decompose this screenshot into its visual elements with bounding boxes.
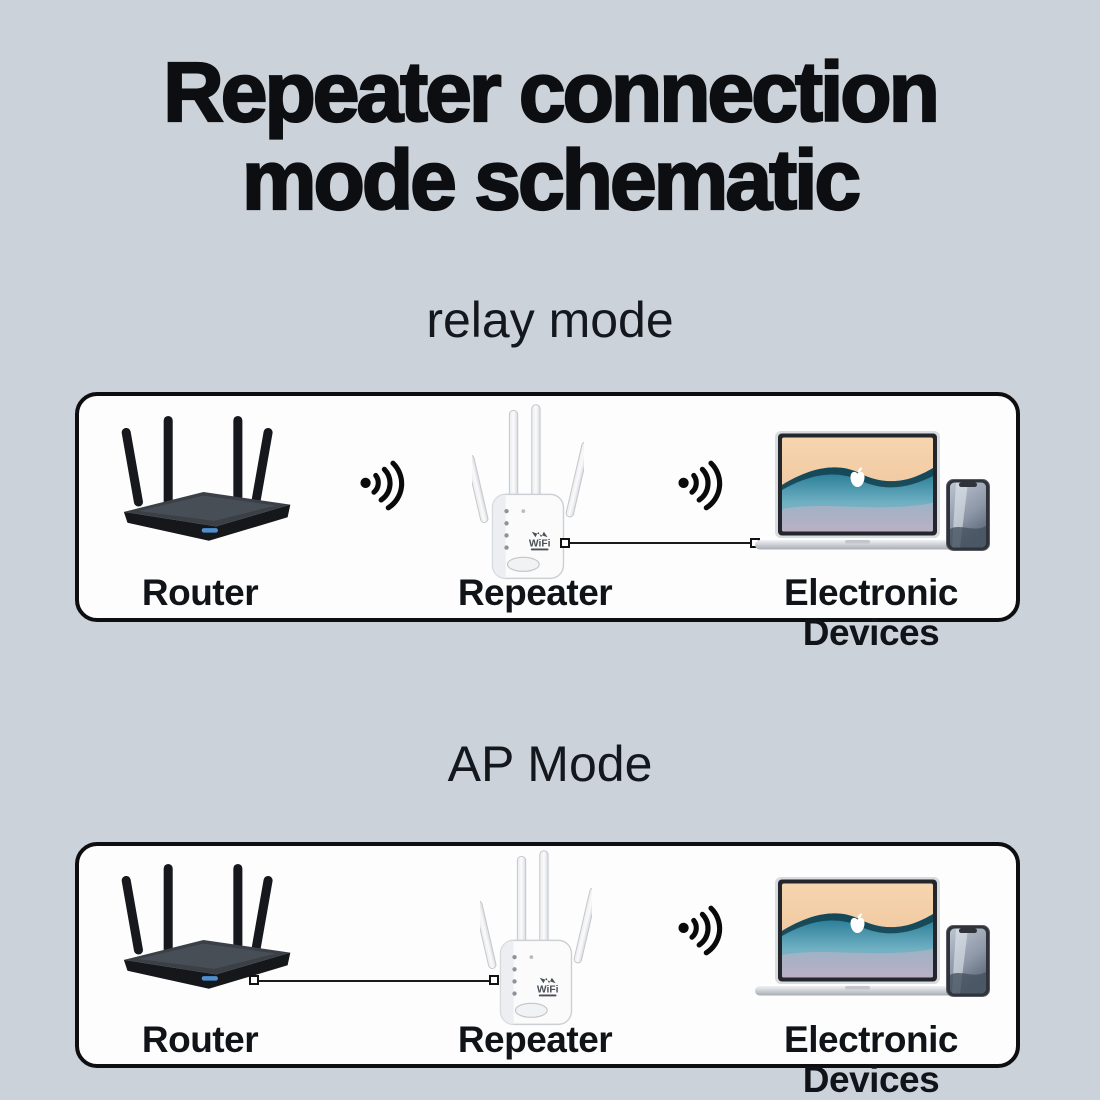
repeater-image: WiFi xyxy=(472,404,584,580)
electronic-devices-label: Electronic Devices xyxy=(784,1019,958,1100)
page-title-line1: Repeater connection xyxy=(162,45,941,139)
phone-image xyxy=(946,479,990,551)
page-title-line2: mode schematic xyxy=(241,133,862,227)
cable-plug-icon xyxy=(560,538,570,548)
phone-image xyxy=(946,925,990,997)
wifi-signal-icon xyxy=(678,905,723,956)
electronic-devices-label: Electronic Devices xyxy=(784,572,958,653)
router-label: Router xyxy=(141,1019,259,1060)
router-label: Router xyxy=(141,572,259,613)
router-led xyxy=(201,976,218,981)
repeater-wps-button xyxy=(514,1002,548,1018)
laptop-image xyxy=(755,431,960,550)
repeater-wps-button xyxy=(506,556,540,572)
svg-text:WiFi: WiFi xyxy=(537,985,559,996)
apple-logo-icon xyxy=(850,467,865,487)
cable-plug-icon xyxy=(249,975,259,985)
apple-logo-icon xyxy=(850,913,865,933)
cable-plug-icon xyxy=(489,975,499,985)
repeater-label: Repeater xyxy=(457,1019,613,1060)
ethernet-cable xyxy=(259,980,489,982)
repeater-leds xyxy=(512,955,534,996)
relay-mode-heading: relay mode xyxy=(426,292,674,348)
router-led xyxy=(201,528,218,533)
repeater-leds xyxy=(504,509,526,550)
repeater-label: Repeater xyxy=(457,572,613,613)
repeater-image: WiFi xyxy=(480,850,592,1026)
page-title: Repeater connection mode schematic xyxy=(0,45,1100,227)
ethernet-cable xyxy=(568,542,753,544)
wifi-signal-icon xyxy=(678,460,723,511)
router-image xyxy=(121,415,291,541)
svg-text:WiFi: WiFi xyxy=(529,539,551,550)
wifi-signal-icon xyxy=(360,460,405,511)
laptop-image xyxy=(755,877,960,996)
router-image xyxy=(121,863,291,989)
ap-mode-heading: AP Mode xyxy=(447,736,653,792)
